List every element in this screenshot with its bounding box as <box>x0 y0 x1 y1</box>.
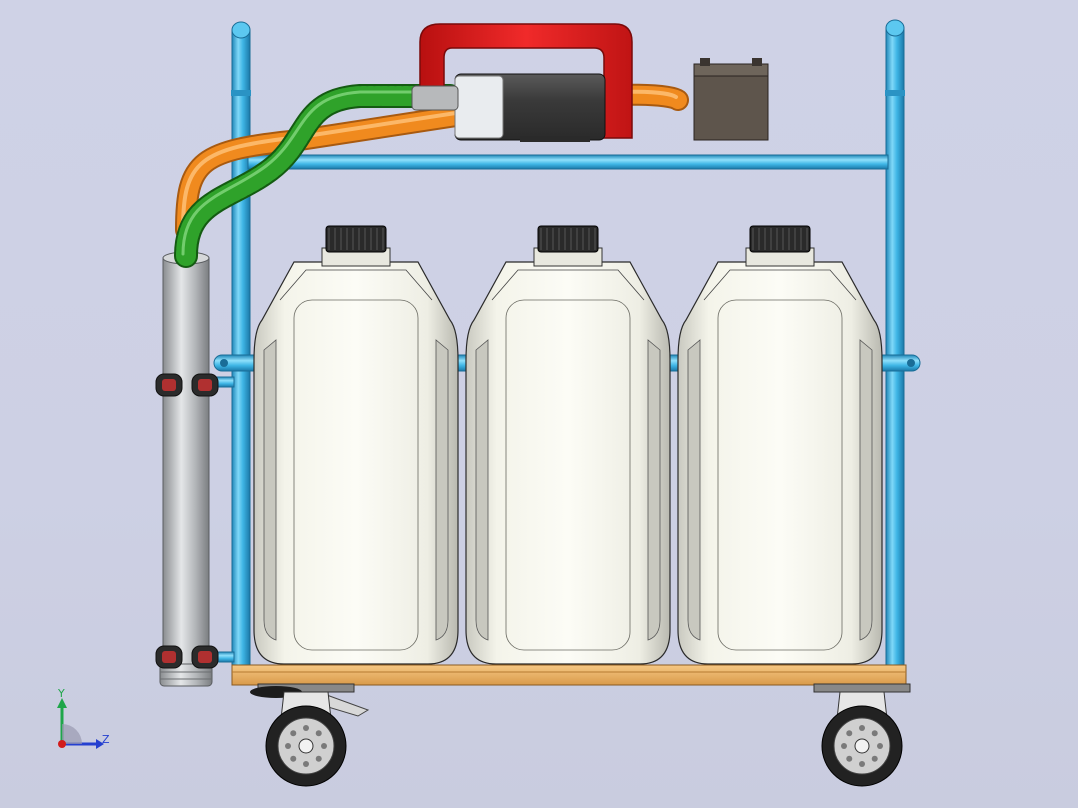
jerrycan-cap <box>325 225 387 253</box>
triad-x-dot <box>58 740 66 748</box>
caster-plate <box>813 683 911 693</box>
triad-z-label: Z <box>102 733 110 746</box>
blower-motor <box>411 23 633 142</box>
filter-cylinder <box>155 251 219 687</box>
jerrycan-shoulder <box>491 269 645 301</box>
frame-post-right <box>885 27 905 671</box>
jerrycan-side-rib-right <box>859 339 873 641</box>
jerrycan-shoulder <box>703 269 857 301</box>
jerrycan-shoulder <box>279 269 433 301</box>
jerrycan-body <box>465 261 671 665</box>
jerrycan-side-rib-left <box>475 339 489 641</box>
jerrycan-cap <box>537 225 599 253</box>
triad-y-arrow <box>57 698 67 708</box>
jerrycan-body <box>677 261 883 665</box>
hose-green <box>174 84 462 268</box>
motor-coupling <box>411 85 459 111</box>
jerrycan-body <box>253 261 459 665</box>
triad-z-arrow <box>96 739 104 749</box>
battery <box>693 58 769 141</box>
jerrycan-side-rib-right <box>647 339 661 641</box>
retaining-bar-bolt-left <box>220 359 228 367</box>
filter-body <box>162 257 210 669</box>
caster-hub <box>854 738 870 754</box>
orientation-triad[interactable]: Y Z <box>57 687 110 749</box>
triad-y-label: Y <box>57 687 65 700</box>
frame-post-right-cap <box>885 19 905 37</box>
filter-bottom-fitting <box>159 663 213 687</box>
frame-post-left <box>231 29 251 671</box>
triad-arc <box>62 724 82 744</box>
shelf-rail-top <box>247 154 889 170</box>
caster-hub <box>298 738 314 754</box>
jerrycan-3 <box>677 225 883 665</box>
filter-clamp-lower <box>155 645 219 669</box>
base-board <box>231 664 907 686</box>
jerrycan-1 <box>253 225 459 665</box>
filter-clamp-upper <box>155 373 219 397</box>
caster-group <box>250 683 911 787</box>
frame-post-left-joint <box>231 90 251 96</box>
jerrycan-group <box>253 225 883 665</box>
caster-wheel-2 <box>813 683 911 787</box>
jerrycan-face <box>505 299 631 651</box>
jerrycan-side-rib-left <box>263 339 277 641</box>
retaining-bar-bolt-right <box>907 359 915 367</box>
jerrycan-2 <box>465 225 671 665</box>
frame-post-right-joint <box>885 90 905 96</box>
jerrycan-side-rib-left <box>687 339 701 641</box>
jerrycan-side-rib-right <box>435 339 449 641</box>
jerrycan-cap <box>749 225 811 253</box>
caster-wheel-1 <box>250 683 370 787</box>
jerrycan-face <box>717 299 843 651</box>
frame-post-left-cap <box>231 21 251 39</box>
jerrycan-face <box>293 299 419 651</box>
motor-base <box>520 136 590 142</box>
